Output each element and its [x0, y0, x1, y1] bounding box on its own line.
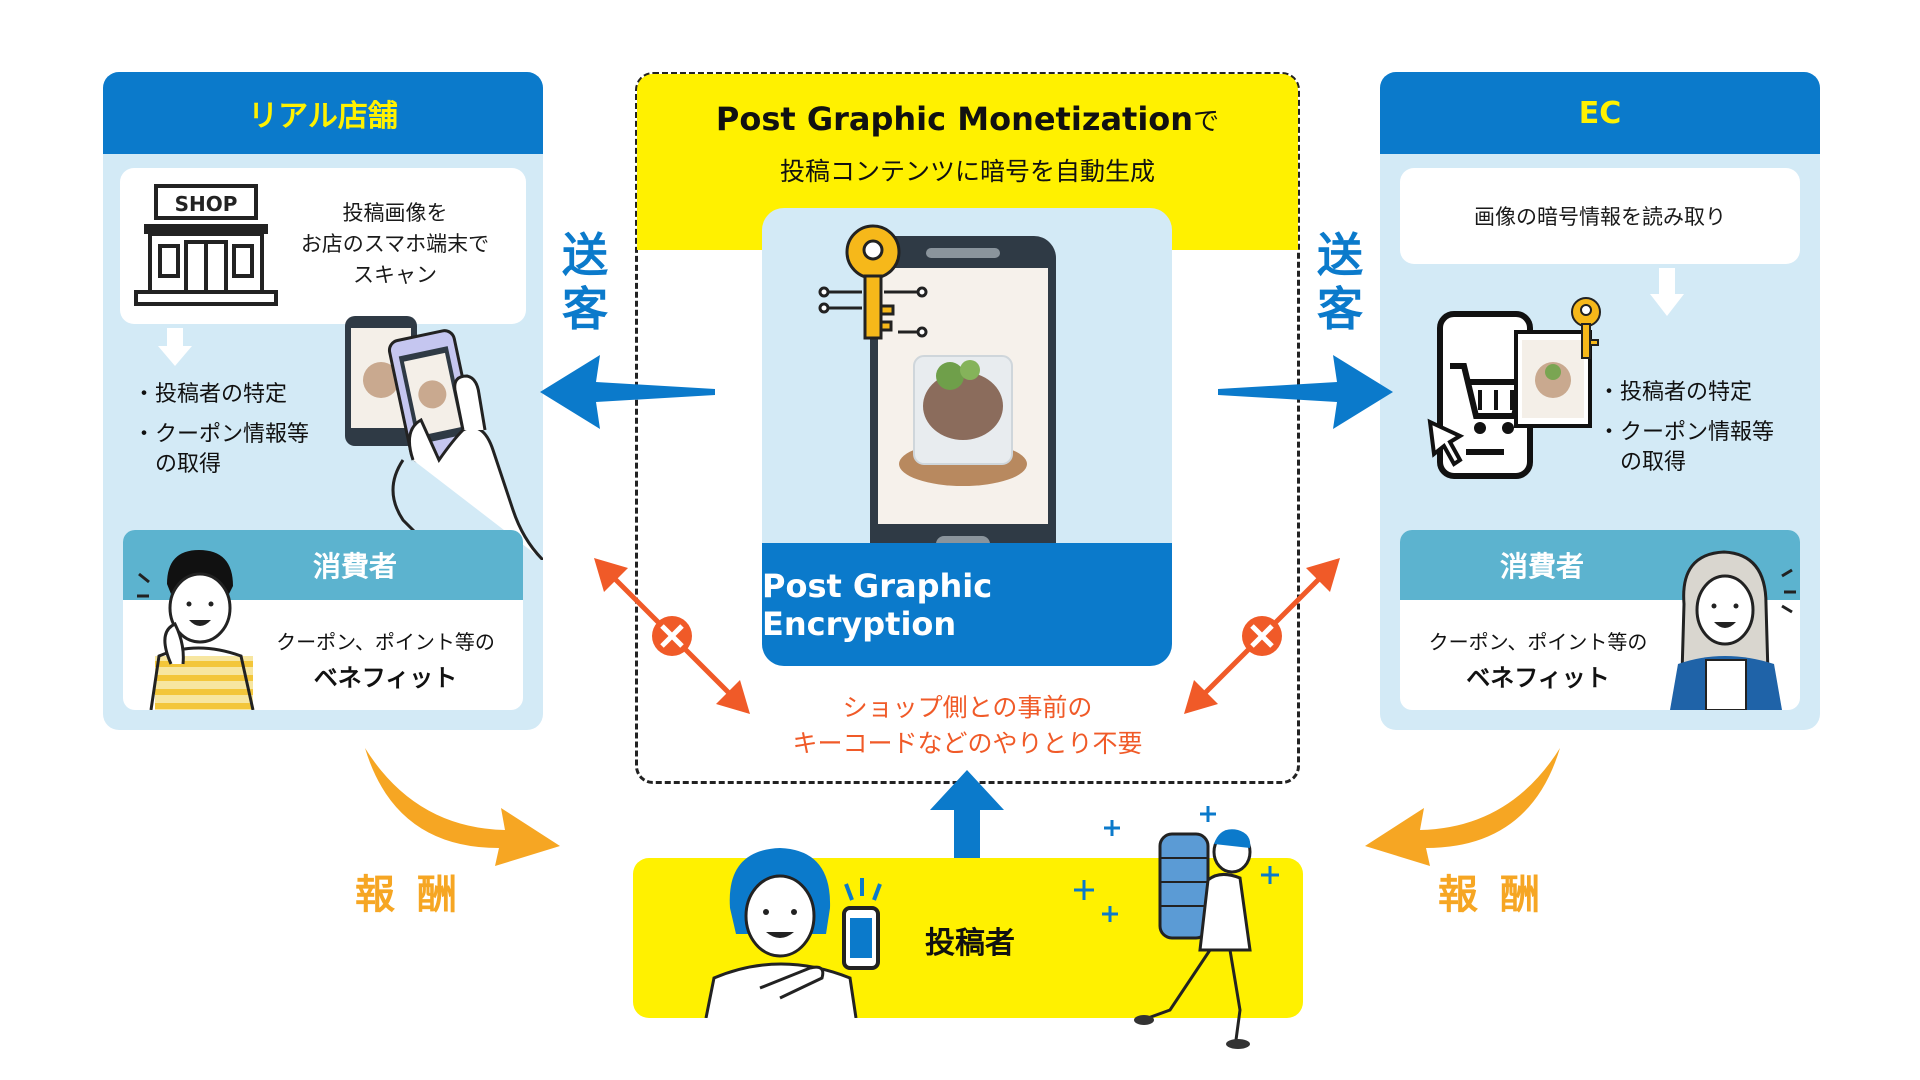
no-key-exchange-note-line2: キーコードなどのやりとり不要: [792, 729, 1143, 758]
bullet-item: ・クーポン情報等: [133, 422, 310, 447]
poster-up-arrow: [930, 770, 1004, 860]
monetization-subtitle: 投稿コンテンツに暗号を自動生成: [779, 157, 1155, 186]
monetization-title-suffix: で: [1193, 107, 1220, 137]
bullet-item: の取得: [1598, 450, 1687, 475]
ec-bullets: ・投稿者の特定 ・クーポン情報等 の取得: [1598, 378, 1774, 478]
send-customer-left-arrow: [540, 355, 715, 429]
bullet-item: の取得: [133, 452, 222, 477]
benefit-strong: ベネフィット: [1466, 664, 1610, 692]
key-icon: [1571, 297, 1601, 359]
ec-panel: EC 画像の暗号情報を読み取り ・投稿者の特定 ・クーポン情報等 の取得 消費者: [1380, 72, 1820, 730]
no-exchange-left-arrow: [594, 558, 750, 714]
consumer-box: 消費者 クーポン、ポイント等の ベネフィット: [1400, 530, 1800, 710]
poster-woman-icon: [704, 848, 882, 1018]
send-customer-left-label: 送客: [562, 228, 608, 336]
poster-label: 投稿者: [925, 926, 1015, 961]
real-store-panel: リアル店舗 SHOP 投稿画像を お店のスマホ端末で スキャン ・投稿者の特定 …: [103, 72, 543, 730]
encryption-label: Post Graphic Encryption: [762, 543, 1172, 666]
ec-instruction: 画像の暗号情報を読み取り: [1474, 205, 1726, 229]
benefit-line: クーポン、ポイント等の: [1428, 630, 1648, 654]
shop-icon: SHOP: [134, 184, 278, 306]
smartphone-icon: [870, 236, 1056, 566]
consumer-box: 消費者 クーポン、ポイント等の ベネフィット: [123, 530, 523, 710]
consumer-title: 消費者: [1500, 550, 1585, 583]
phone-scan-icon: [345, 316, 543, 560]
benefit-strong: ベネフィット: [313, 664, 458, 692]
monetization-title: Post Graphic Monetizationで: [637, 100, 1298, 138]
reward-right-label: 報酬: [1438, 872, 1562, 918]
ec-instruction-box: 画像の暗号情報を読み取り: [1400, 168, 1800, 264]
store-bullets: ・投稿者の特定 ・クーポン情報等 の取得: [133, 380, 309, 480]
data-carrier-person-icon: [1074, 806, 1279, 1049]
store-instruction-line: 投稿画像を: [342, 201, 448, 225]
store-instruction-line: お店のスマホ端末で: [300, 232, 490, 256]
key-icon: [818, 224, 928, 340]
no-key-exchange-note-line1: ショップ側との事前の: [842, 693, 1093, 722]
monetization-title-main: Post Graphic Monetization: [715, 100, 1194, 138]
reward-left-arrow: [365, 748, 560, 866]
bullet-item: ・クーポン情報等: [1598, 420, 1775, 445]
consumer-woman-icon: [1670, 550, 1796, 710]
store-instruction-line: スキャン: [353, 263, 437, 287]
bullet-item: ・投稿者の特定: [133, 382, 288, 407]
reward-right-arrow: [1365, 748, 1560, 866]
no-exchange-right-arrow: [1184, 558, 1340, 714]
consumer-title: 消費者: [313, 550, 398, 583]
reward-left-label: 報酬: [355, 872, 479, 918]
benefit-line: クーポン、ポイント等の: [276, 630, 495, 654]
bullet-item: ・投稿者の特定: [1598, 380, 1753, 405]
consumer-man-icon: [137, 550, 255, 710]
ec-title: EC: [1380, 72, 1820, 154]
down-arrow-icon: [1650, 268, 1684, 316]
ec-cart-icon: [1427, 311, 1592, 479]
encryption-card: Post Graphic Encryption: [762, 208, 1172, 666]
send-customer-right-arrow: [1218, 355, 1393, 429]
store-instruction-box: SHOP 投稿画像を お店のスマホ端末で スキャン: [120, 168, 526, 324]
real-store-title: リアル店舗: [103, 72, 543, 154]
shop-sign-text: SHOP: [175, 192, 238, 216]
down-arrow-icon: [158, 328, 192, 366]
send-customer-right-label: 送客: [1317, 228, 1363, 336]
